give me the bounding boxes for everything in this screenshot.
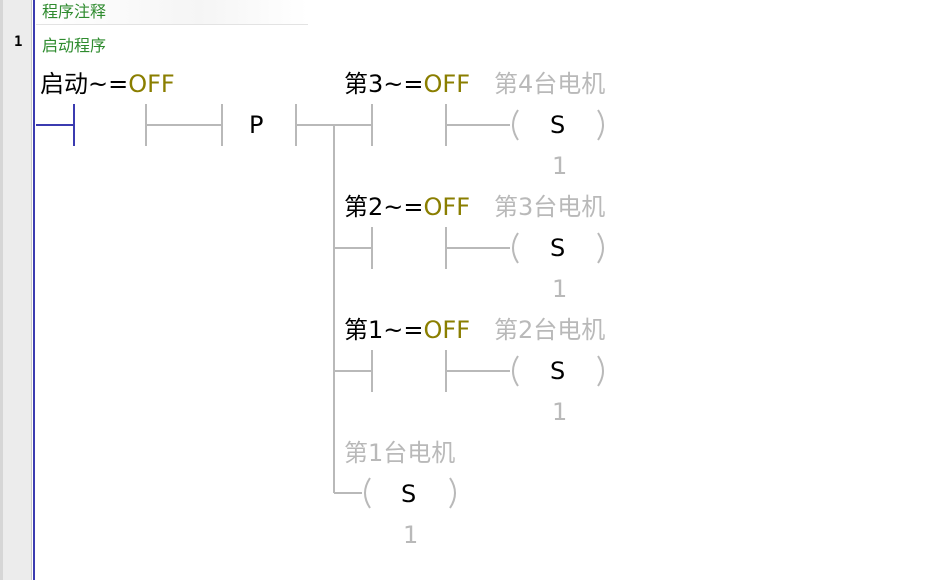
coil-c4-op: S <box>550 111 566 139</box>
contact-n3-name: 第3~ <box>344 70 404 98</box>
coil-c2-name: 第2台电机 <box>494 316 606 344</box>
network-title[interactable]: 启动程序 <box>42 36 107 55</box>
start-contact-state: OFF <box>128 70 175 98</box>
contact-n3[interactable] <box>371 104 447 146</box>
contact-n3-label: 第3~=OFF <box>344 70 471 98</box>
contact-n2-name: 第2~ <box>344 193 404 221</box>
p-edge-label: P <box>249 111 264 139</box>
contact-n1[interactable] <box>371 350 447 392</box>
contact-n1-label: 第1~=OFF <box>344 316 471 344</box>
contact-n1-state: OFF <box>423 316 471 344</box>
coil-c4-name: 第4台电机 <box>494 70 606 98</box>
coil-c3-op: S <box>550 234 566 262</box>
coil-c3-count: 1 <box>552 275 568 303</box>
contact-n2-label: 第2~=OFF <box>344 193 471 221</box>
coil-c3-name: 第3台电机 <box>494 193 606 221</box>
coil-c4-count: 1 <box>552 152 568 180</box>
contact-n2[interactable] <box>371 227 447 269</box>
contact-n3-state: OFF <box>423 70 471 98</box>
left-power-rail <box>33 0 35 580</box>
program-comment-row[interactable] <box>36 0 308 25</box>
gutter-stripe <box>0 0 3 580</box>
coil-c1-name: 第1台电机 <box>344 439 456 467</box>
coil-c4-bracket[interactable] <box>512 109 604 141</box>
network-number: 1 <box>14 34 23 50</box>
program-comment-title: 程序注释 <box>42 2 107 21</box>
coil-c1-op: S <box>401 480 417 508</box>
coil-c1-bracket[interactable] <box>364 477 456 509</box>
coil-c2-bracket[interactable] <box>512 355 604 387</box>
coil-c2-op: S <box>550 357 566 385</box>
start-contact[interactable] <box>36 104 147 146</box>
contact-n1-name: 第1~ <box>344 316 404 344</box>
coil-c1-count: 1 <box>403 521 419 549</box>
start-contact-name: 启动~ <box>40 70 109 98</box>
contact-n2-state: OFF <box>423 193 471 221</box>
start-contact-label: 启动~=OFF <box>40 70 175 98</box>
coil-c2-count: 1 <box>552 398 568 426</box>
coil-c3-bracket[interactable] <box>512 232 604 264</box>
line-number-gutter <box>0 0 32 580</box>
